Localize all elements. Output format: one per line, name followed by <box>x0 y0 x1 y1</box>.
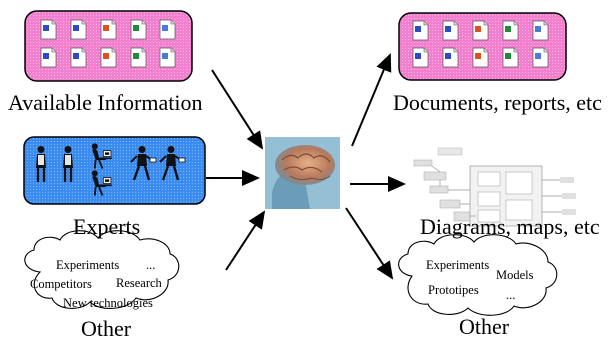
available-information-panel <box>24 10 193 82</box>
arrow-brain-to-other <box>345 207 394 280</box>
available-information-label: Available Information <box>8 90 203 115</box>
arrow-other-to-brain <box>225 210 266 271</box>
right-cloud-prototipes: Prototipes <box>428 283 479 297</box>
diagrams-label: Diagrams, maps, etc <box>420 214 600 239</box>
diagram-thumbnail <box>413 147 576 227</box>
left-other-label: Other <box>81 316 132 341</box>
right-cloud-ellipsis: ... <box>506 288 516 302</box>
right-cloud-models: Models <box>496 268 534 282</box>
experts-panel <box>23 136 206 205</box>
document-icons-grid <box>40 19 176 68</box>
left-cloud-ellipsis: ... <box>146 258 156 272</box>
flow-arrows <box>206 53 406 280</box>
left-cloud-experiments: Experiments <box>56 258 120 272</box>
arrow-available-to-brain <box>211 69 264 150</box>
right-other-label: Other <box>459 314 510 339</box>
left-cloud-competitors: Competitors <box>30 277 92 291</box>
left-cloud-research: Research <box>116 276 162 290</box>
human-brain-icon <box>265 137 340 209</box>
right-other-cloud <box>398 234 558 316</box>
left-cloud-new-technologies: New technologies <box>63 296 153 310</box>
documents-panel <box>398 12 567 81</box>
left-other-cloud <box>24 230 180 309</box>
experts-label: Experts <box>73 214 141 239</box>
right-cloud-experiments: Experiments <box>426 258 490 272</box>
document-icons-grid-output <box>412 20 549 68</box>
documents-label: Documents, reports, etc <box>393 90 602 115</box>
arrow-brain-to-documents <box>351 53 392 147</box>
